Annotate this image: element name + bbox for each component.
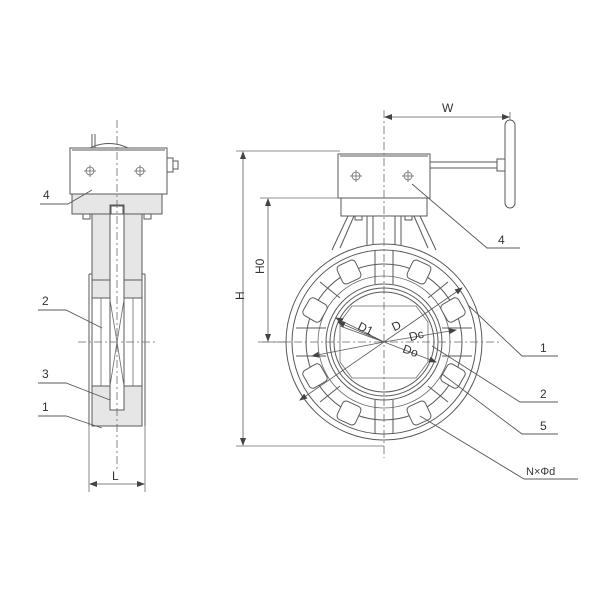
part-label-1-front: 1 — [540, 341, 547, 355]
dimension-Do — [383, 341, 437, 363]
dimension-D1-label: D1 — [356, 319, 376, 338]
dimension-H0-label: H0 — [253, 258, 267, 274]
front-view: D1 D Dc Do W H H0 4 1 2 5 N×Φd — [233, 101, 578, 480]
part-label-1-side: 1 — [42, 400, 49, 414]
leader-1-front — [467, 304, 558, 357]
dimension-L-label: L — [112, 469, 119, 483]
gearbox-bolt-icon — [134, 165, 146, 177]
dimension-H-label: H — [233, 291, 247, 300]
part-label-2-front: 2 — [540, 387, 547, 401]
dimension-W-label: W — [442, 101, 454, 115]
flange-ribs — [296, 250, 472, 434]
leader-2-side — [38, 309, 103, 329]
dimension-Dc — [383, 328, 457, 343]
dimension-Do-label: Do — [401, 342, 421, 361]
bolt-pockets — [302, 259, 466, 426]
leader-1-side — [38, 415, 103, 429]
part-label-4-front: 4 — [498, 233, 505, 247]
handwheel-front — [504, 119, 516, 209]
gearbox-bolt-icon — [402, 170, 414, 182]
part-label-2-side: 2 — [42, 294, 49, 308]
leader-4-front — [411, 183, 520, 249]
disc-front — [339, 305, 429, 379]
part-label-bolt-front: N×Φd — [526, 466, 555, 478]
gearbox-bolt-icon — [84, 165, 96, 177]
input-shaft-stub — [166, 157, 174, 173]
gearbox-bolt-icon — [350, 170, 362, 182]
part-label-4-side: 4 — [43, 188, 50, 202]
leader-2-front — [431, 345, 558, 403]
leader-4-side — [40, 189, 93, 205]
part-label-5-front: 5 — [540, 419, 547, 433]
dimension-D — [383, 287, 463, 343]
leader-3-side — [38, 382, 111, 401]
part-label-3-side: 3 — [42, 367, 49, 381]
side-view: L 4 2 3 1 — [38, 120, 179, 492]
leader-5-front — [441, 373, 558, 435]
dimension-Dc-label: Dc — [407, 327, 425, 344]
leader-bolt-front — [419, 415, 578, 480]
